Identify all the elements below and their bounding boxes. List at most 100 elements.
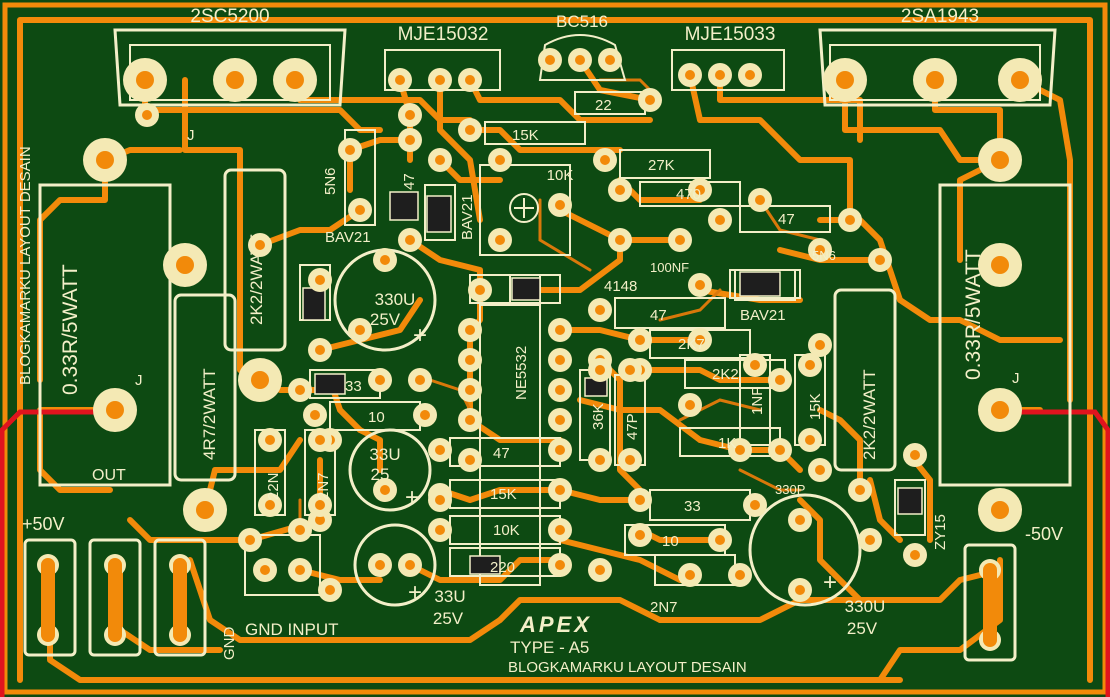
solder-pad: [750, 500, 760, 510]
copper-traces-thin: [298, 78, 822, 532]
capacitor-33u-top: 33U 25 +: [348, 428, 432, 512]
label-033r-right: 0.33R/5WATT: [962, 249, 985, 380]
label-2n7-left: 2N7: [315, 472, 332, 500]
solder-pad: [605, 55, 615, 65]
label-2sa1943: 2SA1943: [901, 6, 979, 27]
solder-pad: [555, 385, 565, 395]
solder-pad: [315, 275, 325, 285]
label-10k-bottom: 10K: [493, 522, 520, 539]
solder-pad: [910, 450, 920, 460]
solder-pad: [875, 255, 885, 265]
solder-pad: [255, 240, 265, 250]
solder-pad: [295, 385, 305, 395]
label-2k2-right: 2K2/2WATT: [860, 369, 879, 460]
trimmer-pot-10k: 10K: [509, 167, 574, 223]
solder-pad: [645, 95, 655, 105]
label-pot-10k: 10K: [547, 167, 574, 184]
plus-mark-330u-top: +: [413, 322, 427, 349]
solder-pad: [435, 525, 445, 535]
solder-pad: [695, 280, 705, 290]
type-label: TYPE - A5: [510, 638, 589, 657]
solder-pad: [405, 135, 415, 145]
solder-pad: [106, 401, 124, 419]
solder-pad: [555, 325, 565, 335]
solder-pad: [805, 360, 815, 370]
solder-pad: [265, 500, 275, 510]
solder-pad: [465, 415, 475, 425]
label-4r7: 4R7/2WATT: [200, 368, 219, 460]
label-033r-left: 0.33R/5WATT: [59, 264, 82, 395]
solder-pad: [286, 71, 304, 89]
resistor-2k2-right: 2K2/2WATT: [833, 288, 897, 472]
solder-pad: [675, 235, 685, 245]
label-ne5532: NE5532: [513, 346, 530, 400]
solder-pad: [595, 565, 605, 575]
label-10-bottom: 10: [662, 533, 679, 550]
solder-pad: [375, 375, 385, 385]
solder-pad: [855, 485, 865, 495]
solder-pad: [555, 415, 565, 425]
solder-pad: [465, 455, 475, 465]
label-j-right: J: [1012, 370, 1020, 387]
label-bav21-c: BAV21: [740, 307, 786, 324]
solder-pad: [226, 71, 244, 89]
solder-pad: [176, 256, 194, 274]
label-2k7: 2K7: [678, 336, 705, 353]
solder-pad: [555, 445, 565, 455]
label-27k: 27K: [648, 157, 675, 174]
solder-pad: [345, 145, 355, 155]
resistor-2k2-left: 2K2/2WATT: [223, 168, 287, 352]
solder-pad: [405, 110, 415, 120]
solder-pad: [815, 245, 825, 255]
solder-pad: [815, 465, 825, 475]
solder-pad: [555, 525, 565, 535]
label-470: 470: [676, 186, 701, 203]
footer-credit: BLOGKAMARKU LAYOUT DESAIN: [508, 659, 747, 676]
solder-pad: [465, 325, 475, 335]
solder-pad: [315, 435, 325, 445]
label-zy15: ZY15: [932, 514, 949, 550]
solder-pad: [735, 445, 745, 455]
solder-pad: [805, 435, 815, 445]
plus-mark-330u-bottom: +: [823, 569, 837, 596]
solder-pad: [795, 585, 805, 595]
label-47-bottom: 47: [493, 445, 510, 462]
solder-pad: [635, 335, 645, 345]
resistor-4r7: 4R7/2WATT: [173, 293, 237, 482]
solder-pad: [775, 375, 785, 385]
solder-pad: [685, 400, 695, 410]
solder-pad: [625, 455, 635, 465]
solder-pad: [142, 110, 152, 120]
solder-pad: [380, 485, 390, 495]
device-bodies: [302, 191, 923, 575]
solder-pad: [695, 185, 705, 195]
solder-pad: [420, 410, 430, 420]
solder-pad: [355, 325, 365, 335]
label-2k2: 2K2: [712, 366, 739, 383]
label-gnd: GND: [221, 627, 238, 661]
terminal-slots: [41, 558, 997, 647]
solder-pad: [555, 200, 565, 210]
plus-mark-33u-bottom: +: [408, 579, 422, 606]
label-1k: 1K: [718, 435, 736, 452]
solder-pad: [595, 365, 605, 375]
vertical-credit: BLOGKAMARKU LAYOUT DESAIN: [17, 146, 34, 385]
label-100nf: 100NF: [650, 260, 689, 275]
solder-pad: [750, 360, 760, 370]
terminal-blocks: [23, 538, 1017, 662]
solder-pad: [435, 155, 445, 165]
label-bc516: BC516: [556, 12, 608, 31]
label-4148: 4148: [604, 278, 637, 295]
label-j-left: J: [135, 372, 143, 389]
solder-pad: [865, 535, 875, 545]
label-36k: 36K: [590, 403, 607, 430]
solder-pad: [415, 375, 425, 385]
label-5n6-right: 5N6: [812, 248, 836, 263]
solder-pad: [380, 255, 390, 265]
component-labels: 5N6 47 BAV21 BAV21 15K 22 27K 470 47 5N6…: [135, 97, 1020, 616]
solder-pad: [815, 340, 825, 350]
resistor-033r-left: 0.33R/5WATT: [38, 183, 172, 487]
solder-pad: [375, 560, 385, 570]
label-mje15033: MJE15033: [685, 24, 776, 45]
